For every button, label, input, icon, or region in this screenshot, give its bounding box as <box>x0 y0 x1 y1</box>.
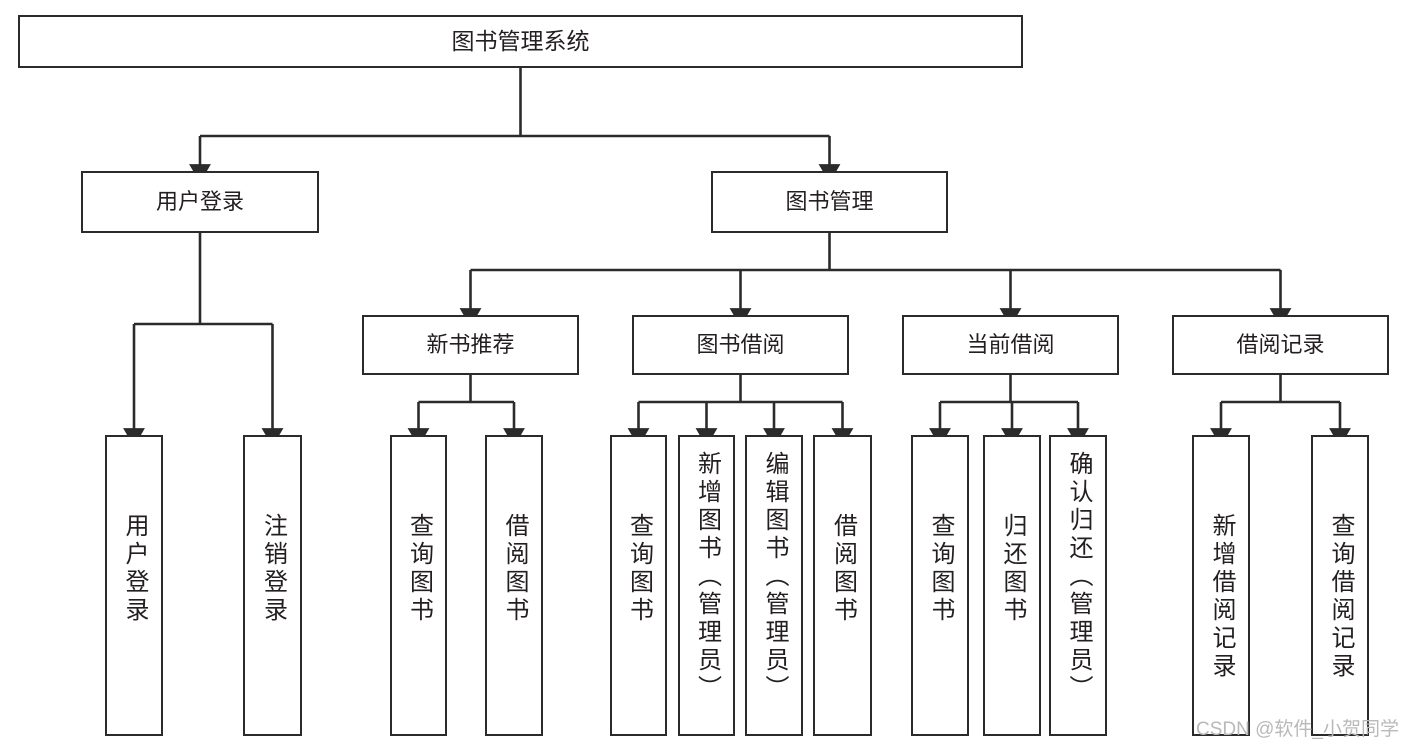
node-leaf-add-borrow-record[interactable]: 新增借阅记录 <box>1192 435 1250 736</box>
node-label: 查询图书 <box>625 513 653 625</box>
node-current-borrow[interactable]: 当前借阅 <box>902 315 1119 375</box>
node-leaf-logout[interactable]: 注销登录 <box>243 435 302 736</box>
node-label: 归还图书 <box>999 513 1026 625</box>
node-label: 用户登录 <box>155 189 244 215</box>
node-label: 注销登录 <box>259 513 287 625</box>
node-label: 查询图书 <box>927 513 954 625</box>
node-user-login[interactable]: 用户登录 <box>81 171 319 233</box>
node-borrow-record[interactable]: 借阅记录 <box>1172 315 1389 375</box>
node-leaf-return-book[interactable]: 归还图书 <box>983 435 1041 736</box>
node-label: 借阅图书 <box>501 513 528 625</box>
node-label: 查询借阅记录 <box>1327 513 1354 681</box>
node-label: 查询图书 <box>405 513 433 625</box>
node-label: 新增借阅记录 <box>1208 513 1235 681</box>
node-leaf-add-book[interactable]: 新增图书（管理员） <box>678 435 735 736</box>
node-leaf-query-book-3[interactable]: 查询图书 <box>911 435 969 736</box>
node-leaf-user-login[interactable]: 用户登录 <box>105 435 163 736</box>
node-label: 借阅记录 <box>1236 332 1325 358</box>
node-leaf-query-borrow-record[interactable]: 查询借阅记录 <box>1311 435 1369 736</box>
node-label: 新书推荐 <box>426 332 515 358</box>
watermark-label: CSDN @软件_小贺同学 <box>1196 719 1399 740</box>
node-label: 编辑图书（管理员） <box>761 451 788 703</box>
node-label: 新增图书（管理员） <box>693 451 721 703</box>
node-leaf-borrow-book-2[interactable]: 借阅图书 <box>813 435 872 736</box>
node-label: 确认归还（管理员） <box>1065 451 1092 703</box>
node-leaf-edit-book[interactable]: 编辑图书（管理员） <box>745 435 803 736</box>
node-label: 借阅图书 <box>829 513 857 625</box>
node-label: 图书管理系统 <box>451 27 590 54</box>
node-book-borrow[interactable]: 图书借阅 <box>632 315 849 375</box>
node-label: 图书借阅 <box>696 332 785 358</box>
node-new-book-recommend[interactable]: 新书推荐 <box>362 315 579 375</box>
node-leaf-confirm-return[interactable]: 确认归还（管理员） <box>1049 435 1107 736</box>
node-leaf-query-book-1[interactable]: 查询图书 <box>390 435 447 736</box>
node-book-management[interactable]: 图书管理 <box>711 171 948 233</box>
node-leaf-borrow-book-1[interactable]: 借阅图书 <box>485 435 543 736</box>
node-root-book-management-system[interactable]: 图书管理系统 <box>18 15 1023 68</box>
node-label: 图书管理 <box>785 189 874 215</box>
node-label: 当前借阅 <box>966 332 1055 358</box>
node-label: 用户登录 <box>121 513 148 625</box>
node-leaf-query-book-2[interactable]: 查询图书 <box>610 435 667 736</box>
